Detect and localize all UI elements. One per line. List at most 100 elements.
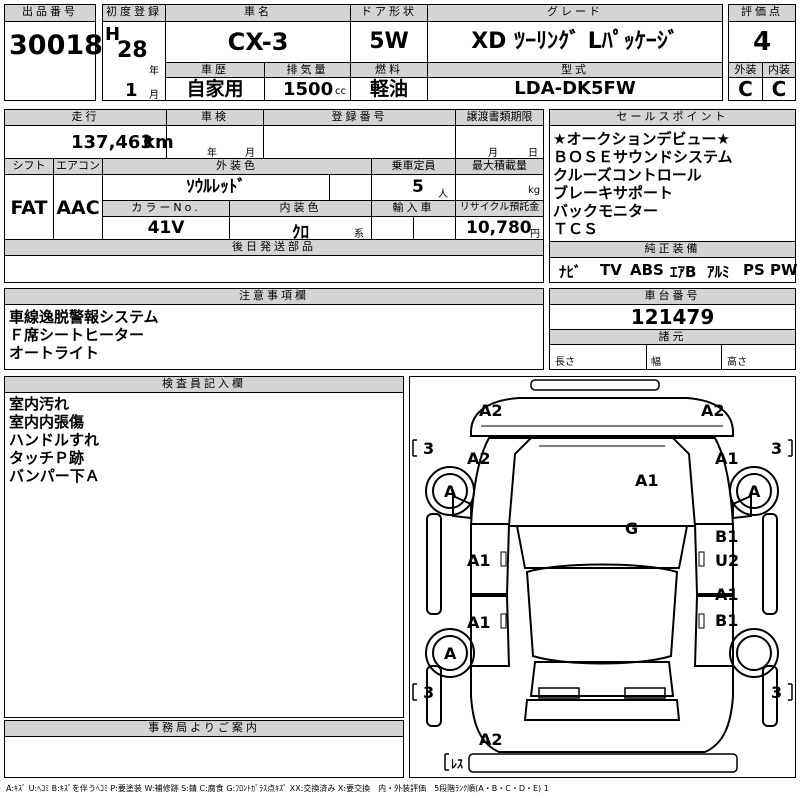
recycle-deposit-box: 10,780 円 [455, 216, 544, 240]
aircon: AAC [53, 174, 103, 240]
inspection-month-unit: 月 [245, 148, 255, 159]
inspector-notes-box: 室内汚れ 室内内張傷 ハンドルすれ タッチＰ跡 バンパー下Ａ [4, 392, 404, 718]
inspection-box: 年 月 [166, 125, 264, 159]
left-front-door-mark: A1 [467, 551, 491, 570]
first-registration-box: H 28 年 1 月 [102, 21, 166, 101]
import-label: 輸入車 [371, 200, 456, 217]
exterior-color-extra [329, 174, 372, 201]
max-load-box: kg [455, 174, 544, 201]
equipment-abs: ABS [630, 261, 664, 279]
recycle-deposit-unit: 円 [530, 229, 540, 240]
car-name: CX-3 [165, 21, 351, 63]
glass-right-rear-mark: 3 [771, 683, 782, 702]
equipment-box: ﾅﾋﾞ TV ABS ｴｱB ｱﾙﾐ PS PW [549, 257, 798, 283]
sales-point-item: ＴＣＳ [553, 220, 599, 238]
transfer-deadline-box: 月 日 [455, 125, 544, 159]
lot-number-label: 出品番号 [4, 4, 96, 22]
note-item: Ｆ席シートヒーター [9, 326, 145, 344]
front-right-fender-mark: A1 [715, 449, 739, 468]
capacity-label: 乗車定員 [371, 158, 456, 175]
recycle-deposit: 10,780 [466, 218, 532, 238]
equipment-power-windows: PW [770, 261, 798, 279]
displacement-box: 1500 cc [264, 77, 351, 101]
door-type: 5W [350, 21, 428, 63]
color-number-label: カラーNo. [102, 200, 230, 217]
glass-right-front-mark: 3 [771, 439, 782, 458]
sales-point-item: クルーズコントロール [553, 166, 702, 184]
inspector-note-item: バンパー下Ａ [9, 467, 100, 485]
aircon-label: エアコン [53, 158, 103, 175]
era-mark: H [105, 24, 121, 45]
interior-grade: C [762, 77, 796, 101]
sales-point-item: ブレーキサポート [553, 184, 674, 202]
history: 自家用 [165, 77, 265, 101]
model: LDA-DK5FW [427, 77, 723, 101]
month-unit: 月 [149, 90, 159, 101]
damage-diagram-frame [409, 376, 796, 778]
right-front-door-mark-2: U2 [715, 551, 739, 570]
capacity-box: 5 人 [371, 174, 456, 201]
note-item: 車線逸脱警報システム [9, 308, 159, 326]
front-left-fender-mark: A2 [467, 449, 491, 468]
glass-left-rear-mark: 3 [423, 683, 434, 702]
mileage: 137,463 [71, 132, 153, 153]
transfer-day-unit: 日 [528, 148, 538, 159]
displacement: 1500 [283, 79, 334, 100]
registration-number-box [263, 125, 456, 159]
exterior-color-label: 外装色 [102, 158, 372, 175]
notes-label: 注意事項欄 [4, 288, 544, 305]
interior-color-box: ｸﾛ 系 [229, 216, 372, 243]
chassis-number: 121479 [549, 304, 796, 330]
interior-color-label: 内装色 [229, 200, 372, 217]
chassis-number-label: 車台番号 [549, 288, 796, 305]
registration-month: 1 [125, 80, 138, 101]
color-number: 41V [102, 216, 230, 240]
office-notes-box [4, 736, 404, 778]
equipment-label: 純正装備 [549, 241, 796, 258]
mileage-label: 走行 [4, 109, 167, 126]
sales-points-label: セールスポイント [549, 109, 796, 126]
first-registration-label: 初度登録 [102, 4, 166, 22]
front-right-wheel-mark: A [748, 482, 761, 501]
inspector-note-item: ハンドルすれ [9, 431, 100, 449]
exterior-grade-label: 外装 [728, 62, 763, 78]
shift: FAT [4, 174, 54, 240]
height-label: 高さ [727, 357, 747, 368]
equipment-navi: ﾅﾋﾞ [559, 263, 582, 281]
interior-color-unit: 系 [354, 229, 364, 240]
front-left-bumper-mark: A2 [479, 401, 503, 420]
max-load-label: 最大積載量 [455, 158, 544, 175]
sales-points-box: ★オークションデビュー★ ＢＯＳＥサウンドシステム クルーズコントロール ブレー… [549, 125, 796, 242]
sales-point-item: ★オークションデビュー★ [553, 130, 730, 148]
lot-number: 30018 [9, 30, 103, 61]
no-glass-mark: ﾚｽ [451, 757, 463, 771]
exterior-color: ｿｳﾙﾚｯﾄﾞ [102, 174, 330, 201]
inspector-note-item: 室内内張傷 [9, 413, 85, 431]
damage-diagram: A2 A2 A2 A1 A1 G A A A A1 A1 B1 U2 A1 B1… [412, 379, 793, 773]
registration-number-label: 登録番号 [263, 109, 456, 126]
inspection-year-unit: 年 [207, 148, 217, 159]
year-unit: 年 [149, 66, 159, 77]
capacity-unit: 人 [438, 189, 448, 200]
rear-left-wheel-mark: A [444, 644, 457, 663]
width-label: 幅 [651, 357, 661, 368]
hood-mark: A1 [635, 471, 659, 490]
inspection-label: 車検 [166, 109, 264, 126]
grade-label: グレード [427, 4, 723, 22]
interior-grade-label: 内装 [762, 62, 796, 78]
equipment-power-steering: PS [743, 261, 765, 279]
score-label: 評価点 [728, 4, 796, 22]
specifications-label: 諸元 [549, 329, 796, 345]
capacity: 5 [412, 177, 424, 197]
later-parts-label: 後日発送部品 [4, 239, 544, 256]
transfer-deadline-label: 譲渡書類期限 [455, 109, 544, 126]
recycle-deposit-label: リサイクル預託金 [455, 200, 544, 217]
later-parts-box [4, 255, 544, 283]
inspector-note-item: 室内汚れ [9, 395, 70, 413]
import-box [371, 216, 414, 240]
sales-point-item: ＢＯＳＥサウンドシステム [553, 148, 733, 166]
fuel-label: 燃料 [350, 62, 428, 78]
width-box: 幅 [646, 344, 722, 370]
cc-unit: cc [335, 86, 346, 97]
max-load-unit: kg [528, 185, 541, 196]
